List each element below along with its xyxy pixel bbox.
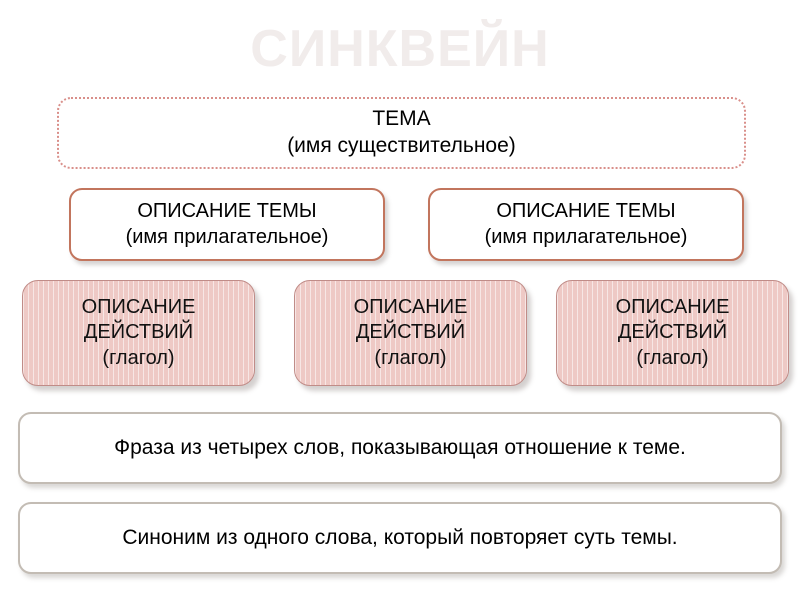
action-box-3: ОПИСАНИЕ ДЕЙСТВИЙ (глагол): [556, 280, 789, 386]
synonym-box-text: Синоним из одного слова, который повторя…: [122, 525, 678, 549]
action-box-3-line3: (глагол): [636, 346, 709, 369]
phrase-box: Фраза из четырех слов, показывающая отно…: [18, 412, 782, 484]
action-box-1-line3: (глагол): [102, 346, 175, 369]
description-box-1-line2: (имя прилагательное): [125, 225, 329, 248]
action-box-3-line2: ДЕЙСТВИЙ: [617, 321, 728, 344]
slide-title: СИНКВЕЙН: [250, 20, 550, 78]
action-box-1: ОПИСАНИЕ ДЕЙСТВИЙ (глагол): [22, 280, 255, 386]
action-box-2-line2: ДЕЙСТВИЙ: [355, 321, 466, 344]
theme-box-line1: ТЕМА: [372, 107, 431, 131]
action-box-2: ОПИСАНИЕ ДЕЙСТВИЙ (глагол): [294, 280, 527, 386]
description-box-2-line2: (имя прилагательное): [484, 225, 688, 248]
action-box-2-line1: ОПИСАНИЕ: [353, 295, 468, 318]
theme-box-line2: (имя существительное): [287, 134, 516, 157]
phrase-box-text: Фраза из четырех слов, показывающая отно…: [114, 435, 686, 459]
description-box-1-line1: ОПИСАНИЕ ТЕМЫ: [137, 199, 317, 222]
synonym-box: Синоним из одного слова, который повторя…: [18, 502, 782, 574]
theme-box: ТЕМА (имя существительное): [57, 97, 746, 169]
action-box-1-line1: ОПИСАНИЕ: [81, 295, 196, 318]
description-box-2: ОПИСАНИЕ ТЕМЫ (имя прилагательное): [428, 188, 744, 261]
description-box-2-line1: ОПИСАНИЕ ТЕМЫ: [496, 199, 676, 222]
action-box-1-line2: ДЕЙСТВИЙ: [83, 321, 194, 344]
action-box-3-line1: ОПИСАНИЕ: [615, 295, 730, 318]
description-box-1: ОПИСАНИЕ ТЕМЫ (имя прилагательное): [69, 188, 385, 261]
action-box-2-line3: (глагол): [374, 346, 447, 369]
